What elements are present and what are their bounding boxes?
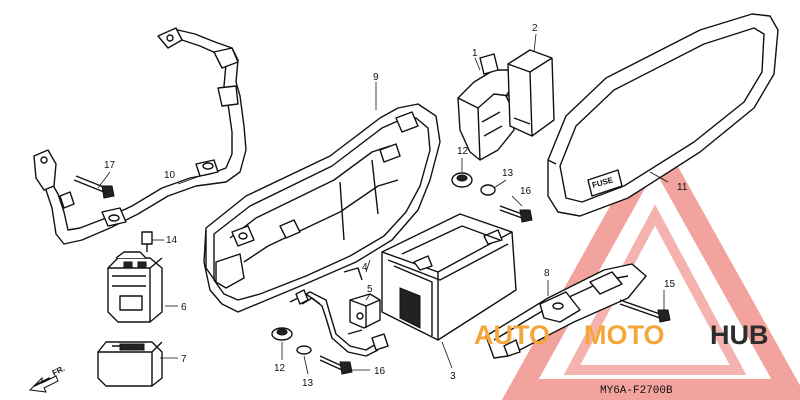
callout-8: 8 (544, 268, 550, 279)
callout-16-lower: 16 (374, 366, 386, 377)
callout-7: 7 (181, 354, 187, 365)
bolt-16-lower (319, 355, 353, 375)
direction-label: FR. (51, 364, 67, 378)
battery-3 (381, 213, 517, 341)
drawing-code: MY6A-F2700B (600, 385, 673, 397)
callout-numbers: 1 2 9 10 11 17 14 6 7 12 13 16 4 5 8 15 … (104, 23, 688, 389)
terminal-cover-4 (347, 293, 381, 335)
callout-10: 10 (164, 170, 176, 181)
relay-6 (107, 251, 163, 323)
frame-bracket (33, 27, 247, 245)
callout-11: 11 (677, 182, 688, 193)
callout-3: 3 (450, 371, 456, 382)
leader-lines (97, 33, 669, 375)
callout-12-upper: 12 (457, 146, 469, 157)
callout-9: 9 (373, 72, 379, 83)
callout-1: 1 (472, 48, 478, 59)
callout-12-lower: 12 (274, 363, 286, 374)
battery-case-9 (203, 103, 441, 313)
unit-2 (507, 49, 555, 137)
callout-6: 6 (181, 302, 187, 313)
bolt-15 (619, 299, 671, 323)
fuse-cover-11 (547, 13, 779, 217)
direction-arrow (28, 375, 59, 393)
unit-1 (457, 53, 515, 161)
callout-2: 2 (532, 23, 538, 34)
watermark-part3: HUB (710, 320, 769, 350)
watermark-part2: MOTO (584, 320, 665, 350)
bolt-16-upper (499, 205, 533, 223)
callout-14: 14 (166, 235, 178, 246)
battery-holder-8 (485, 263, 647, 359)
grommet-12-lower (271, 327, 293, 341)
callout-5: 5 (367, 284, 373, 295)
battery-cable-5 (295, 267, 389, 357)
collar-13-upper (480, 184, 496, 196)
callout-16-upper: 16 (520, 186, 532, 197)
callout-4: 4 (362, 262, 368, 273)
callout-17: 17 (104, 160, 116, 171)
watermark-text: AUTO MOTO HUB (474, 320, 769, 350)
callout-13-lower: 13 (302, 378, 314, 389)
relay-cover-7 (97, 341, 163, 387)
callout-15: 15 (664, 279, 676, 290)
bolt-17 (73, 175, 115, 199)
watermark-part1: AUTO (474, 320, 550, 350)
collar-13-lower (296, 345, 312, 355)
bolt-14 (141, 231, 153, 252)
callout-13-upper: 13 (502, 168, 514, 179)
grommet-12-upper (451, 172, 473, 188)
